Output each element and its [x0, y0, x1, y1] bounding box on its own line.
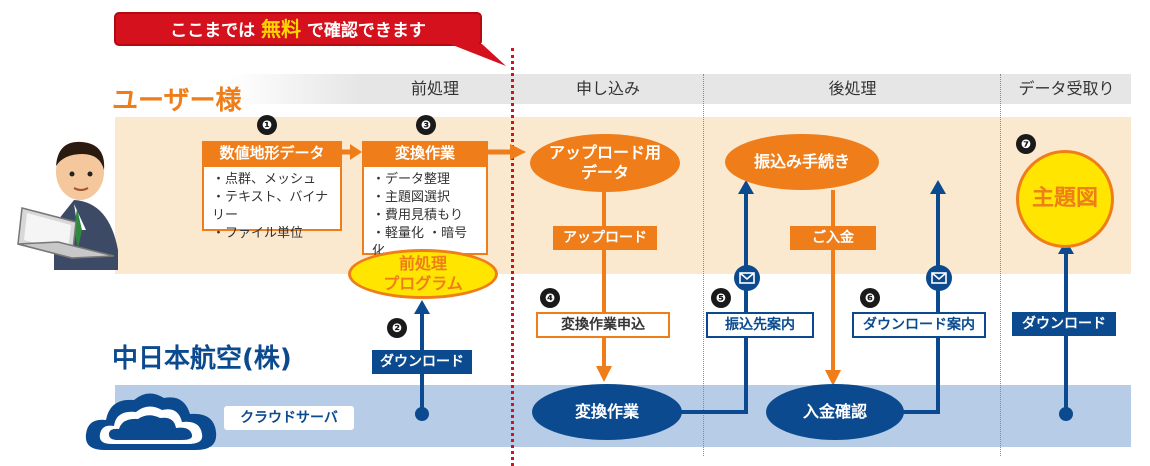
phase-separator: [703, 74, 704, 456]
provider-lane-title: 中日本航空(株): [112, 344, 292, 374]
thematic-map-node: 主題図: [1016, 150, 1114, 248]
box1-item: ・ファイル単位: [212, 226, 304, 241]
download-label-2: ダウンロード: [1012, 312, 1116, 336]
callout-highlight: 無料: [261, 17, 301, 41]
phase-bar-fade: [230, 74, 360, 104]
preprocess-program-node: 前処理 プログラム: [348, 249, 498, 299]
arrow-confirmation-to-thematic-map: [902, 192, 940, 414]
arrow-head: [596, 366, 612, 382]
callout-text-pre: ここまでは: [170, 21, 256, 41]
cloud-server-label: クラウドサーバ: [224, 406, 354, 430]
free-boundary-line: [511, 48, 514, 466]
preprocess-program-line2: プログラム: [383, 274, 463, 293]
step-number-4: ❹: [540, 288, 560, 308]
upload-data-node: アップロード用 データ: [530, 134, 680, 192]
upload-data-line1: アップロード用: [548, 143, 661, 162]
step-number-3: ❸: [416, 115, 436, 135]
step-number-6: ❻: [860, 288, 880, 308]
arrow-head: [510, 144, 526, 160]
user-lane-title: ユーザー様: [112, 86, 242, 116]
phase-data-receipt: データ受取り: [1018, 79, 1115, 98]
phase-application: 申し込み: [575, 79, 640, 98]
box1-title: 数値地形データ: [202, 141, 342, 165]
phase-preprocess: 前処理: [410, 79, 459, 98]
conversion-work-node: 変換作業: [532, 384, 682, 440]
box3-title: 変換作業: [362, 141, 488, 165]
step-number-1: ❶: [257, 115, 277, 135]
download-guide-label: ダウンロード案内: [852, 312, 986, 338]
arrow-head: [825, 370, 841, 386]
step-number-5: ❺: [711, 288, 731, 308]
preprocess-program-line1: 前処理: [398, 254, 447, 273]
box3-item: ・費用見積もり: [372, 208, 464, 223]
phase-bar: [360, 74, 1131, 104]
transfer-guide-label: 振込先案内: [706, 312, 814, 338]
arrow-head: [414, 300, 430, 314]
arrow-head: [930, 180, 946, 194]
payment-label: ご入金: [790, 226, 876, 250]
box3-item: ・データ整理: [372, 172, 451, 187]
phase-postprocess: 後処理: [828, 79, 877, 98]
box1-body: ・点群、メッシュ ・テキスト、バイナリー ・ファイル単位: [202, 165, 342, 241]
flow-origin-dot: [415, 407, 429, 421]
payment-confirmation-node: 入金確認: [766, 384, 904, 440]
box1-item: ・テキスト、バイナリー: [212, 190, 329, 223]
callout-text-post: で確認できます: [306, 21, 426, 41]
conversion-request-label: 変換作業申込: [536, 312, 670, 338]
box3-item: ・主題図選択: [372, 190, 451, 205]
mail-icon: [926, 265, 952, 291]
step-number-7: ❼: [1016, 134, 1036, 154]
upload-label: アップロード: [553, 226, 657, 250]
step-number-2: ❷: [387, 318, 407, 338]
flow-origin-dot: [1059, 407, 1073, 421]
payment-procedure-node: 振込み手続き: [725, 134, 879, 190]
upload-data-line2: データ: [580, 163, 629, 182]
arrow-head: [350, 144, 362, 160]
download-label: ダウンロード: [372, 350, 472, 374]
phase-separator: [1000, 74, 1001, 456]
user-at-laptop-icon: [17, 141, 118, 270]
cloud-server-icon: [85, 393, 217, 450]
box1-item: ・点群、メッシュ: [212, 172, 317, 187]
free-check-callout: ここまでは 無料 で確認できます: [114, 12, 482, 46]
mail-icon: [734, 265, 760, 291]
arrow-head: [738, 180, 754, 194]
box3-body: ・データ整理 ・主題図選択 ・費用見積もり ・軽量化 ・暗号化: [362, 165, 488, 259]
